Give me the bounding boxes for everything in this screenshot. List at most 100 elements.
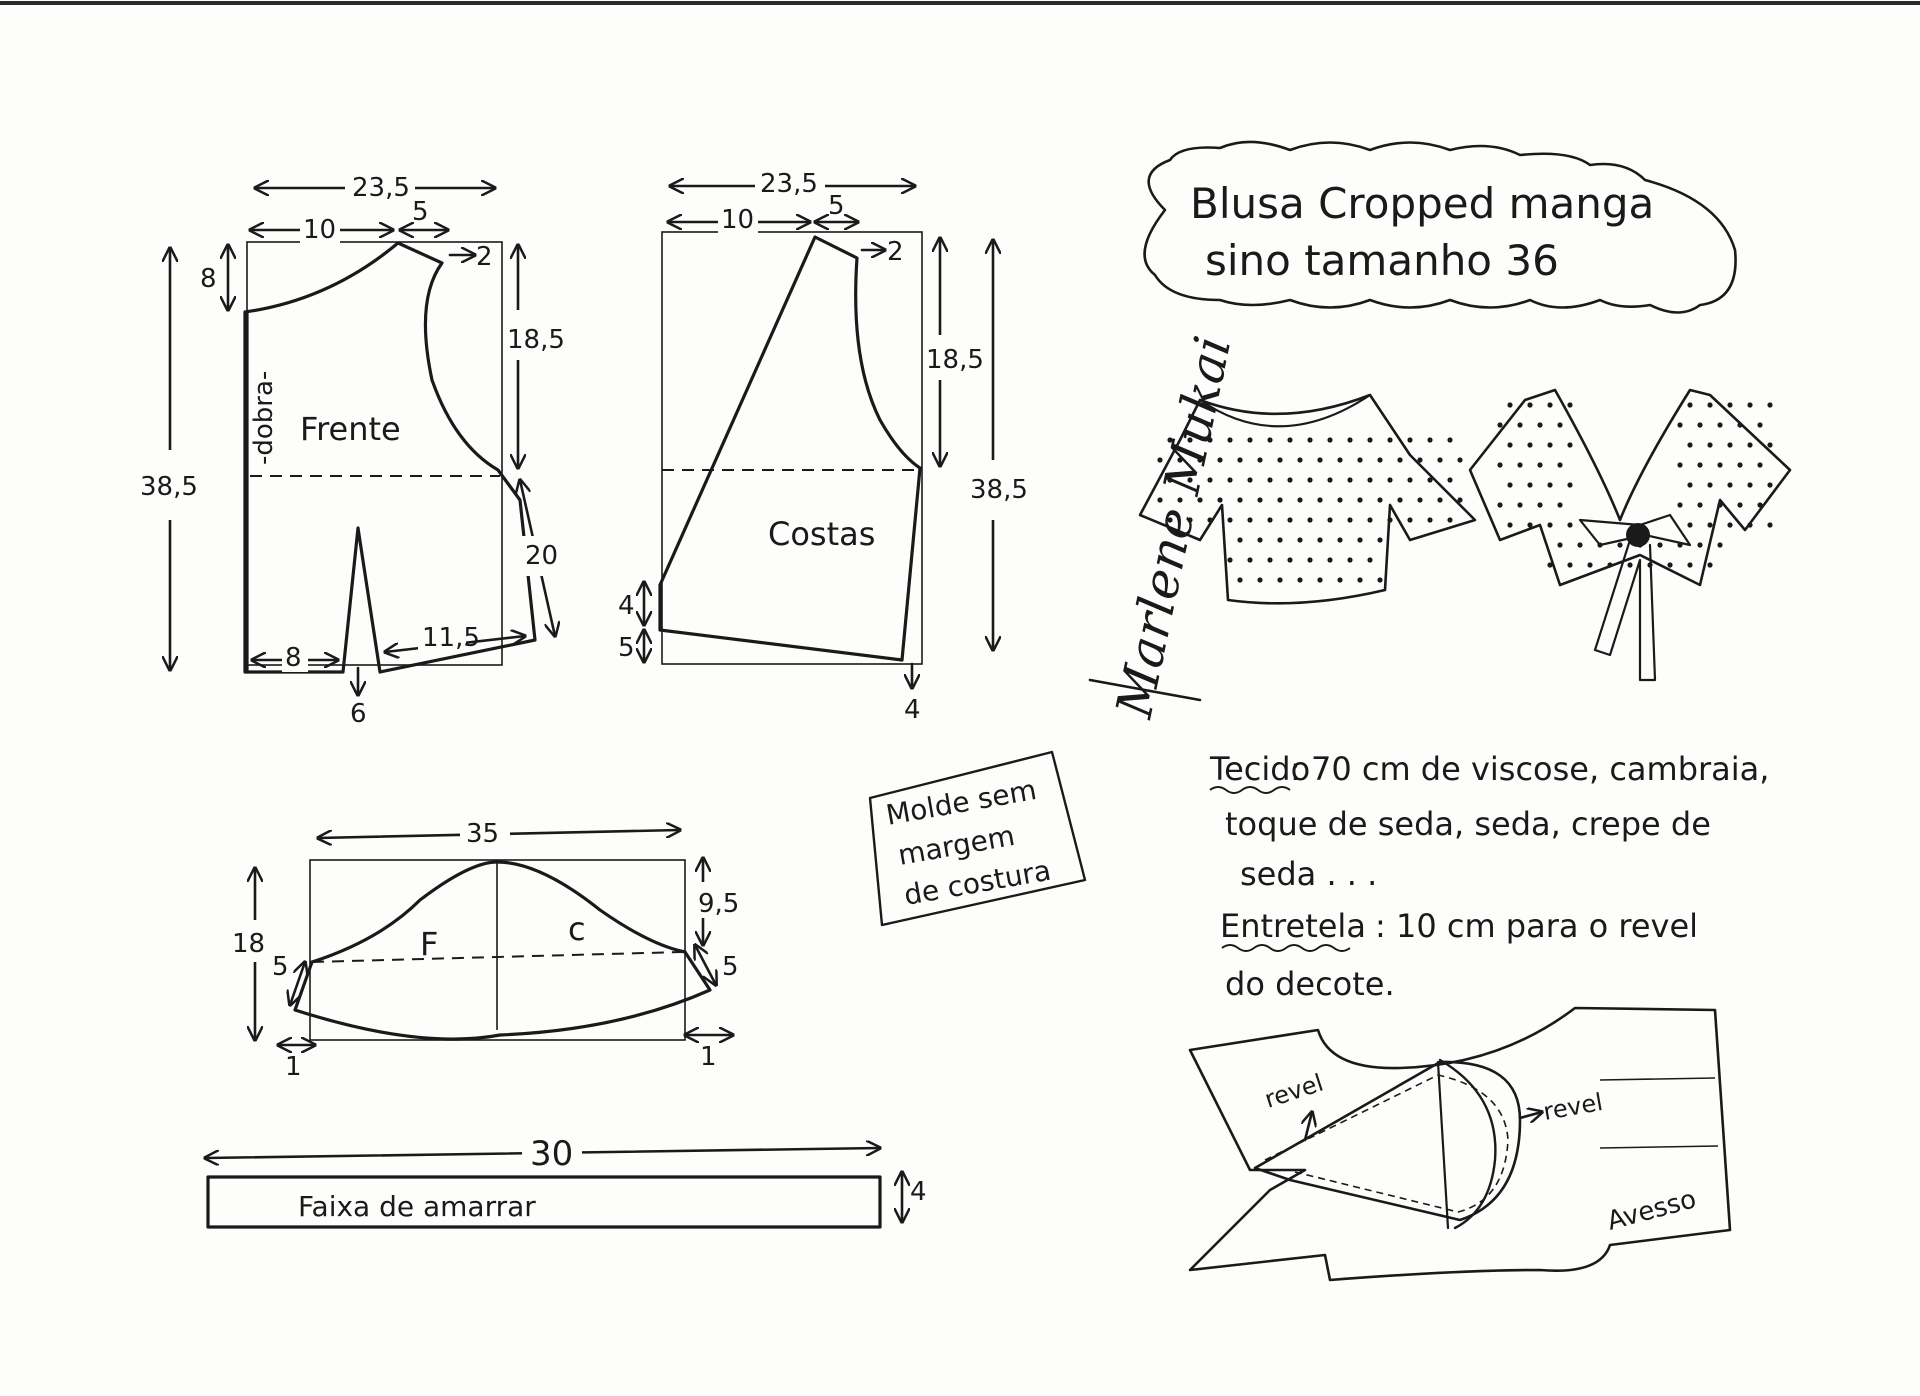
polka-dot <box>1267 437 1273 443</box>
polka-dot <box>1397 497 1403 503</box>
polka-dot <box>1717 542 1723 548</box>
polka-dot <box>1497 422 1503 428</box>
polka-dot <box>1277 537 1283 543</box>
polka-dot <box>1757 422 1763 428</box>
polka-dot <box>1257 537 1263 543</box>
polka-dot <box>1527 482 1533 488</box>
polka-dot <box>1727 402 1733 408</box>
polka-dot <box>1757 502 1763 508</box>
polka-dot <box>1287 437 1293 443</box>
polka-dot <box>1537 502 1543 508</box>
tie-length-value: 30 <box>530 1134 573 1174</box>
polka-dot <box>1507 442 1513 448</box>
polka-dot <box>1457 457 1463 463</box>
sleeve-side-right-value: 5 <box>722 952 739 982</box>
polka-dot <box>1327 517 1333 523</box>
back-pattern-piece: Costas 23,5 10 5 2 18,5 38,5 4 5 4 <box>618 166 1028 725</box>
polka-dot <box>1627 562 1633 568</box>
polka-dot <box>1567 482 1573 488</box>
front-width-value: 23,5 <box>352 173 410 203</box>
sleeve-ext-left-value: 1 <box>285 1052 302 1082</box>
polka-dot <box>1577 542 1583 548</box>
polka-dot <box>1457 497 1463 503</box>
polka-dot <box>1267 557 1273 563</box>
polka-dot <box>1407 517 1413 523</box>
garment-front-illustration <box>1138 393 1477 605</box>
polka-dot <box>1687 562 1693 568</box>
polka-dot <box>1237 577 1243 583</box>
polka-dot <box>1637 542 1643 548</box>
polka-dot <box>1287 557 1293 563</box>
polka-dot <box>1157 457 1163 463</box>
sleeve-hem-and-sides <box>293 950 712 1041</box>
polka-dot <box>1697 502 1703 508</box>
note-box-outline <box>868 750 1087 927</box>
front-outline <box>243 241 537 674</box>
facing-inner-curve <box>1438 1058 1497 1230</box>
sleeve-side-left-value: 5 <box>272 952 289 982</box>
polka-dot <box>1497 462 1503 468</box>
polka-dot <box>1197 497 1203 503</box>
polka-dot <box>1767 442 1773 448</box>
polka-dot <box>1707 562 1713 568</box>
polka-dot <box>1427 517 1433 523</box>
polka-dot <box>1567 562 1573 568</box>
back-hem-a-value: 4 <box>618 591 635 621</box>
facing-bodice-outline <box>1188 1006 1732 1282</box>
polka-dot <box>1277 457 1283 463</box>
polka-dot <box>1507 522 1513 528</box>
polka-dot <box>1317 497 1323 503</box>
polka-dot <box>1337 577 1343 583</box>
polka-dot <box>1567 522 1573 528</box>
polka-dot <box>1297 577 1303 583</box>
title-line-1: Blusa Cropped manga <box>1190 179 1654 228</box>
facing-revel-left: revel <box>1261 1069 1326 1114</box>
polka-dot <box>1167 517 1173 523</box>
polka-dot <box>1227 517 1233 523</box>
polka-dot <box>1437 497 1443 503</box>
polka-dot <box>1737 462 1743 468</box>
polka-dot <box>1247 557 1253 563</box>
polka-dot <box>1237 457 1243 463</box>
polka-dot <box>1307 557 1313 563</box>
interfacing-text-1: : 10 cm para o revel <box>1375 907 1698 945</box>
polka-dot <box>1347 477 1353 483</box>
polka-dot <box>1307 477 1313 483</box>
polka-dot <box>1357 537 1363 543</box>
polka-dot <box>1417 457 1423 463</box>
polka-dot <box>1297 457 1303 463</box>
polka-dot <box>1427 477 1433 483</box>
back-bounding-box <box>661 231 923 665</box>
polka-dot <box>1187 477 1193 483</box>
tie-pattern-piece: 30 Faixa de amarrar 4 <box>205 1132 927 1229</box>
polka-dot <box>1207 437 1213 443</box>
polka-dot <box>1667 562 1673 568</box>
facing-revel-right: revel <box>1541 1088 1605 1126</box>
polka-dot <box>1297 497 1303 503</box>
facing-stitch-line <box>1264 1074 1509 1213</box>
polka-dot <box>1687 402 1693 408</box>
polka-dot <box>1767 482 1773 488</box>
polka-dot <box>1387 437 1393 443</box>
garment-front-outline <box>1138 393 1477 605</box>
polka-dot <box>1327 477 1333 483</box>
interfacing-text-2: do decote. <box>1225 965 1395 1003</box>
fabric-text-3: seda . . . <box>1240 855 1377 893</box>
polka-dot <box>1687 442 1693 448</box>
polka-dot <box>1337 457 1343 463</box>
polka-dot <box>1567 402 1573 408</box>
polka-dot <box>1727 522 1733 528</box>
polka-dot <box>1417 497 1423 503</box>
back-length-value: 38,5 <box>970 475 1028 505</box>
sleeve-front-mark: F <box>420 925 438 963</box>
polka-dot <box>1757 462 1763 468</box>
facing-shoulder-seam <box>1436 1060 1450 1230</box>
polka-dot <box>1167 437 1173 443</box>
polka-dot <box>1217 457 1223 463</box>
polka-dot <box>1367 517 1373 523</box>
polka-dot <box>1677 542 1683 548</box>
garment-bow-knot <box>1626 523 1650 547</box>
polka-dot <box>1557 502 1563 508</box>
polka-dot <box>1737 422 1743 428</box>
garment-back-outline <box>1468 388 1792 587</box>
